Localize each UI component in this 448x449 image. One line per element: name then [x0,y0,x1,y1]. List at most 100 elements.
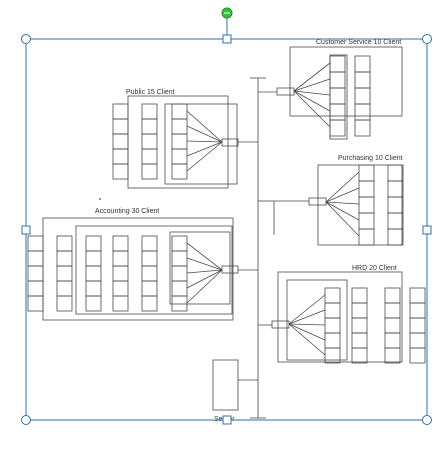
accounting-fan-line [186,242,223,271]
public-client [141,163,158,180]
accounting-client [27,235,44,252]
public-client [112,118,129,135]
hrd-client [384,287,401,304]
purchasing-client [387,212,404,230]
accounting-client [171,295,188,312]
purchasing-client [358,180,375,198]
public-fan-line [186,140,223,143]
hrd-client [384,347,401,364]
accounting-client [27,295,44,312]
cs-client [354,55,371,73]
accounting-client [56,295,73,312]
hrd-client [409,287,426,304]
accounting-client [56,235,73,252]
accounting-client [112,295,129,312]
accounting-fan-line [186,257,223,271]
hrd-client [351,317,368,334]
purchasing-fan-line [325,201,360,221]
accounting-fan-line [186,269,223,304]
purchasing-client [387,228,404,246]
hrd-client [409,347,426,364]
hrd-client [409,332,426,349]
server-box [212,359,239,411]
accounting-client [112,235,129,252]
hrd-client [384,302,401,319]
accounting-client [141,265,158,282]
cs-fan-line [293,78,331,92]
handle-bottom-left[interactable] [21,415,31,425]
hrd-client [409,302,426,319]
accounting-client [85,295,102,312]
accounting-client [141,295,158,312]
hrd-client [324,347,341,364]
accounting-client [171,265,188,282]
group-labels: Customer Service 10 Client Public 15 Cli… [95,39,403,423]
handle-top-left[interactable] [21,34,31,44]
hrd-client [384,332,401,349]
accounting-client [27,265,44,282]
public-label: Public 15 Client [126,89,175,96]
handle-top-middle[interactable] [222,34,232,44]
handle-bottom-right[interactable] [422,415,432,425]
public-client [112,103,129,120]
handle-bottom-middle[interactable] [222,415,232,425]
accounting-fan-line [186,269,223,274]
purchasing-frame [317,164,403,246]
handle-right-middle[interactable] [422,225,432,235]
cs-client [354,71,371,89]
public-client [141,103,158,120]
purchasing-fan-line [325,187,360,203]
accounting-label: Accounting 30 Client [95,208,159,215]
accounting-fan-line [186,269,223,289]
public-client [171,103,188,120]
stray-dot [99,198,101,200]
handle-left-middle[interactable] [21,225,31,235]
purchasing-client [358,212,375,230]
purchasing-client [387,196,404,214]
public-switch [221,138,239,147]
hrd-client [409,317,426,334]
public-client [112,148,129,165]
public-client [141,148,158,165]
purchasing-fan-line [325,201,360,237]
handle-top-right[interactable] [422,34,432,44]
hrd-client [324,317,341,334]
cs-client [329,55,346,73]
accounting-client [171,235,188,252]
public-fan-line [186,141,223,157]
cs-client [354,119,371,137]
accounting-frame [42,217,234,321]
selection-overlay[interactable] [21,7,432,425]
accounting-client [85,235,102,252]
hrd-client [351,302,368,319]
cs-fan-line [293,90,331,112]
accounting-client [141,235,158,252]
public-fan-line [186,141,223,172]
accounting-client [56,250,73,267]
cs-frame [289,46,403,117]
hrd-fan-line [288,323,326,341]
public-fan-line [186,110,223,143]
cs-client [329,119,346,137]
accounting-client [27,280,44,297]
network-diagram [27,46,426,419]
accounting-frame-mid [75,225,233,315]
purchasing-client [358,164,375,182]
accounting-client [112,265,129,282]
public-client [112,133,129,150]
hrd-client [351,332,368,349]
public-client [171,148,188,165]
hrd-switch [271,320,290,329]
hrd-frame-inner [286,279,348,361]
hrd-client [324,332,341,349]
accounting-client [112,280,129,297]
cs-client [329,103,346,121]
public-client [171,118,188,135]
cs-fan-line [293,62,331,92]
accounting-client [141,250,158,267]
accounting-client [141,280,158,297]
purchasing-client [358,228,375,246]
hrd-fan-line [288,323,326,326]
cs-frame-inner [329,54,348,140]
